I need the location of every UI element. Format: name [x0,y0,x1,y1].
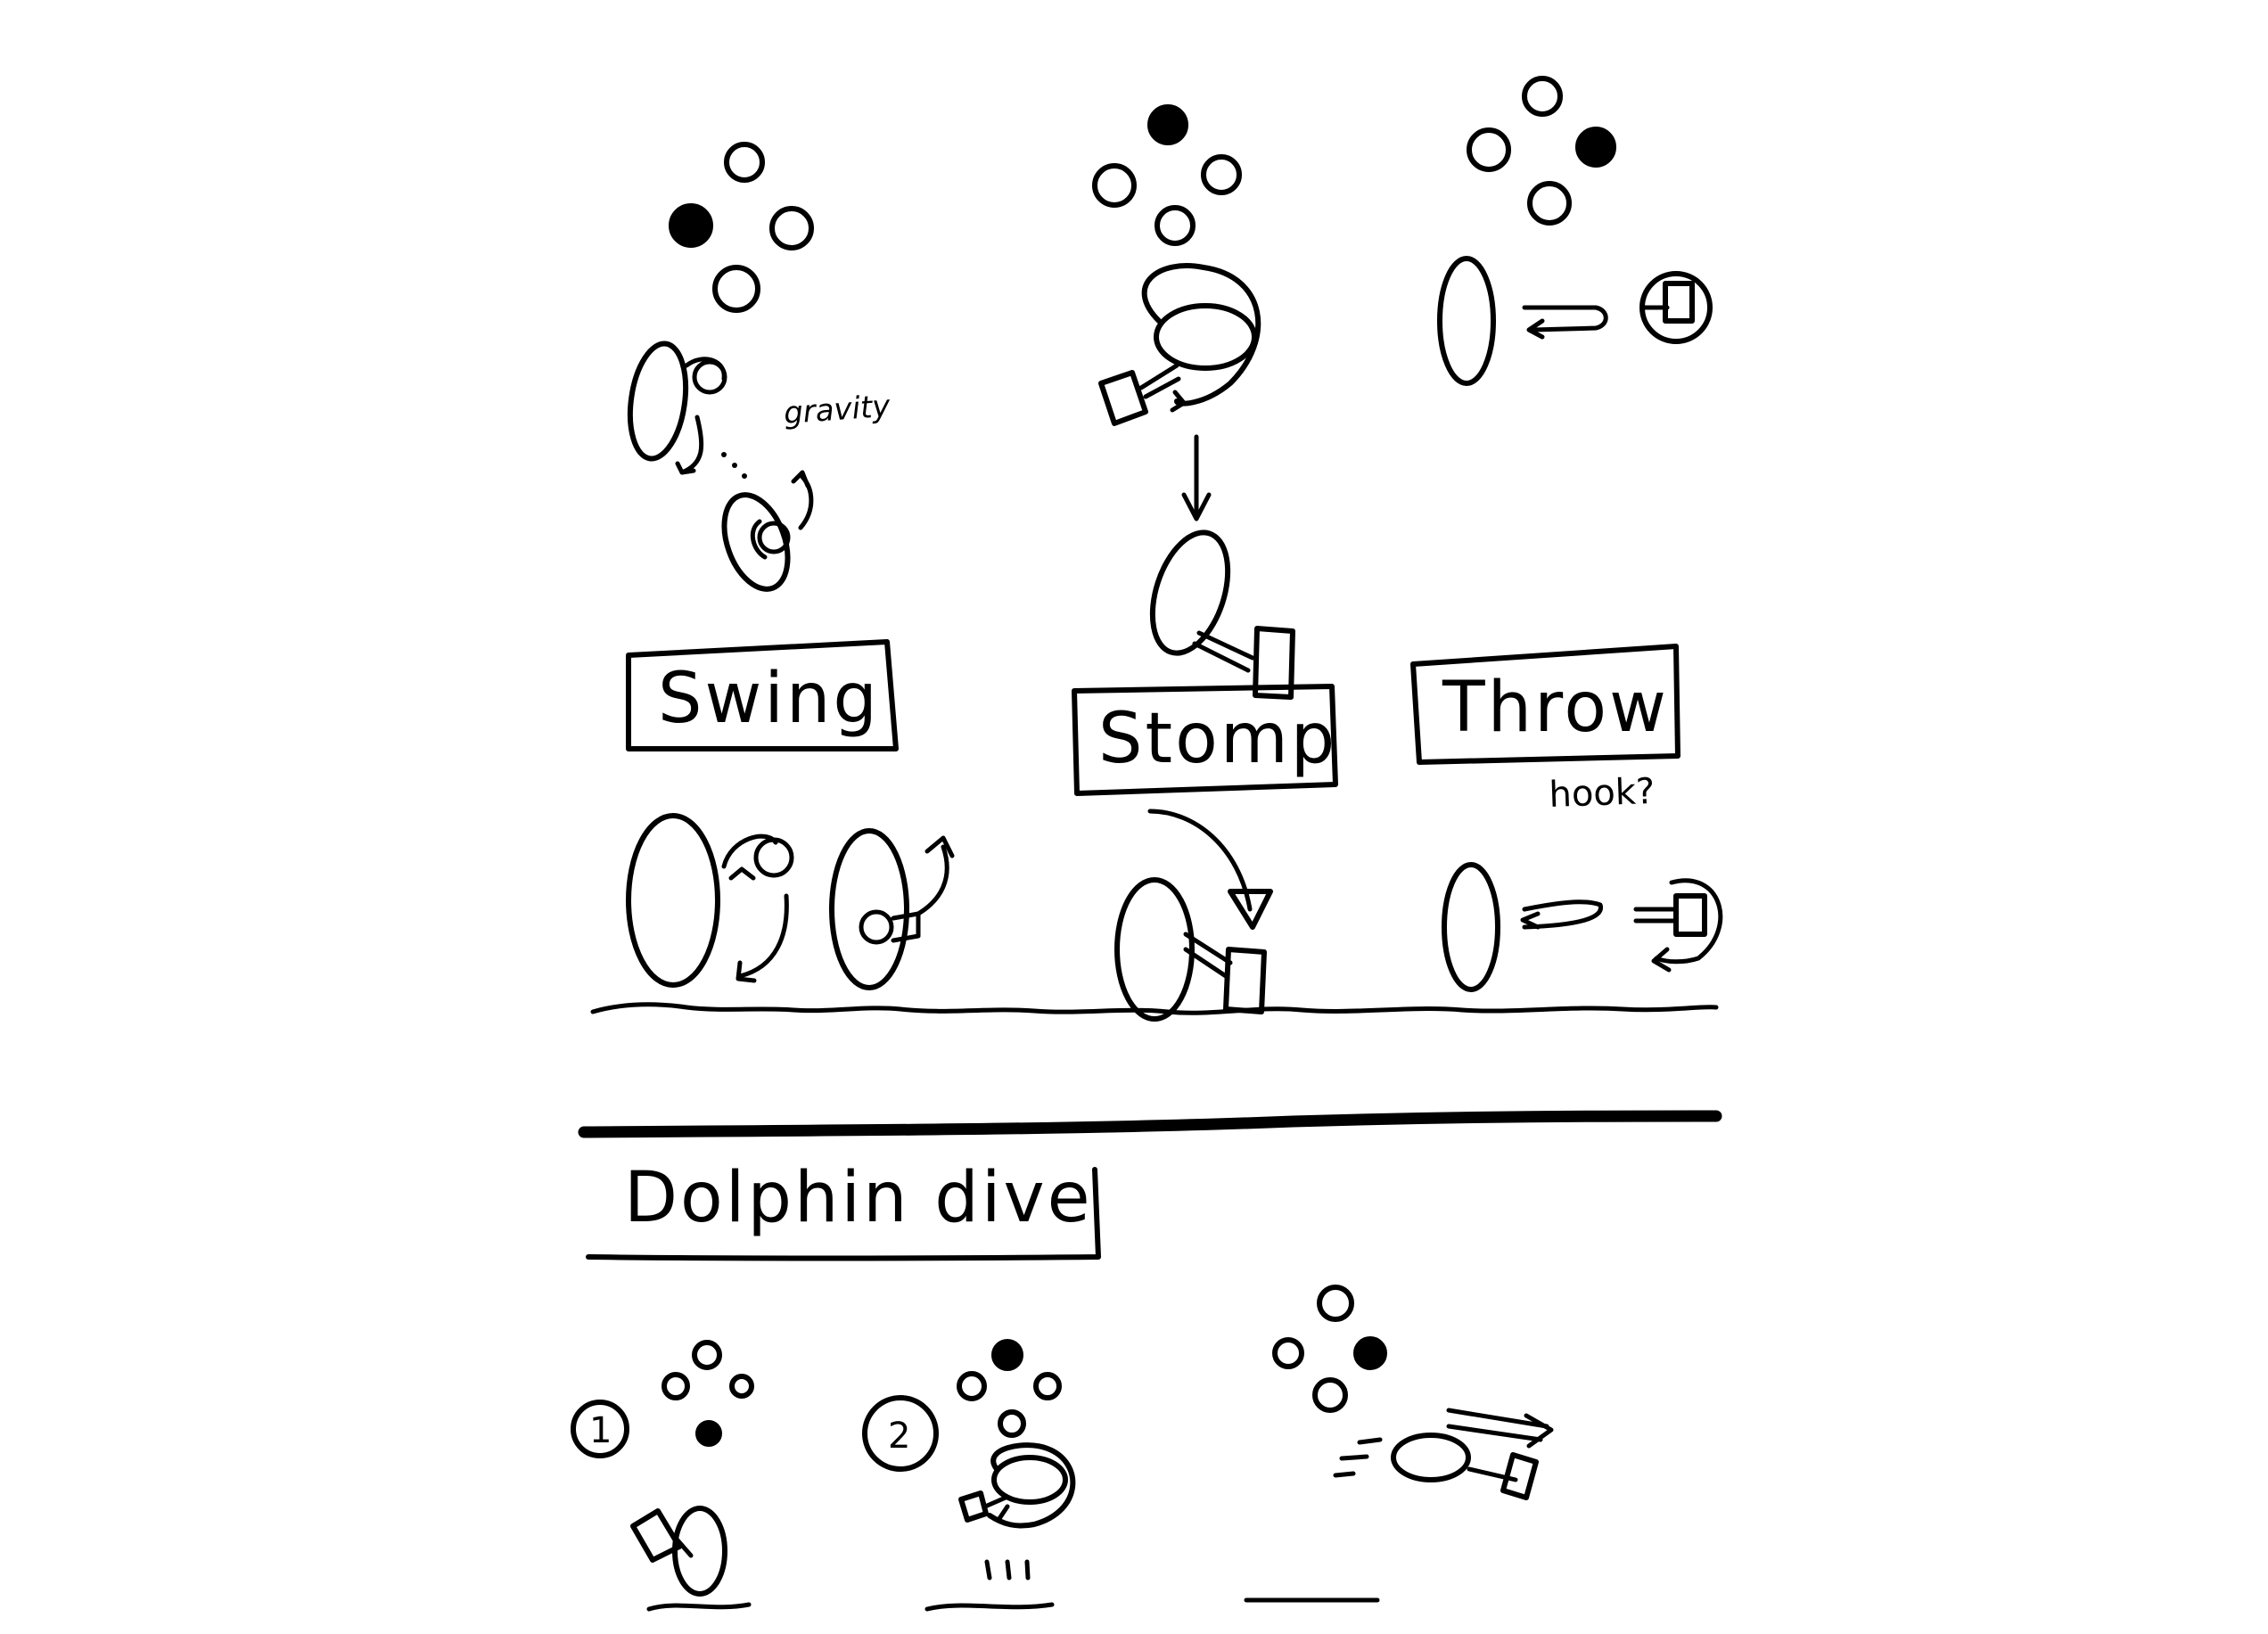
throw-pose-top [1437,256,1713,386]
throw-label: Throw [1442,668,1669,748]
stomp-down-arrow [1181,434,1212,521]
dolphin-dive-section: Dolphin dive 1 2 [571,1158,1554,1612]
swing-arc-dots [721,452,747,479]
throw-label-box: Throw [1410,644,1680,765]
dolphin-step-1: 1 [571,1340,754,1612]
throw-dot-cluster [1467,76,1616,226]
stomp-pose-landing [1149,530,1295,700]
throw-ground-poses [1442,862,1723,992]
swing-concept: gravity Swing [626,142,899,751]
swing-pose-bottom [721,470,814,592]
stomp-concept: Stomp [1072,104,1338,796]
ground-row [590,809,1723,1022]
swing-label: Swing [658,659,880,739]
dolphin-step-1-number: 1 [589,1410,612,1451]
swing-pose-top [627,341,727,475]
swing-label-box: Swing [626,639,899,751]
dolphin-title-box: Dolphin dive [586,1158,1101,1261]
stomp-dot-cluster [1092,104,1242,246]
swing-note: gravity [783,389,892,431]
section-divider [578,1110,1722,1138]
throw-concept: Throw hook? [1410,76,1713,816]
stomp-ground-poses [1114,809,1273,1022]
stomp-label: Stomp [1098,699,1337,779]
throw-note: hook? [1549,771,1656,816]
ground-wavy-line [590,1002,1719,1015]
dolphin-step-2-number: 2 [888,1416,910,1457]
dolphin-step-3 [1244,1285,1554,1603]
swing-dot-cluster [669,142,814,313]
dolphin-title: Dolphin dive [624,1158,1093,1238]
stomp-label-box: Stomp [1072,684,1338,796]
dolphin-step-2: 2 [862,1339,1076,1612]
swing-ground-poses [626,813,955,990]
stomp-pose-air [1098,263,1261,426]
